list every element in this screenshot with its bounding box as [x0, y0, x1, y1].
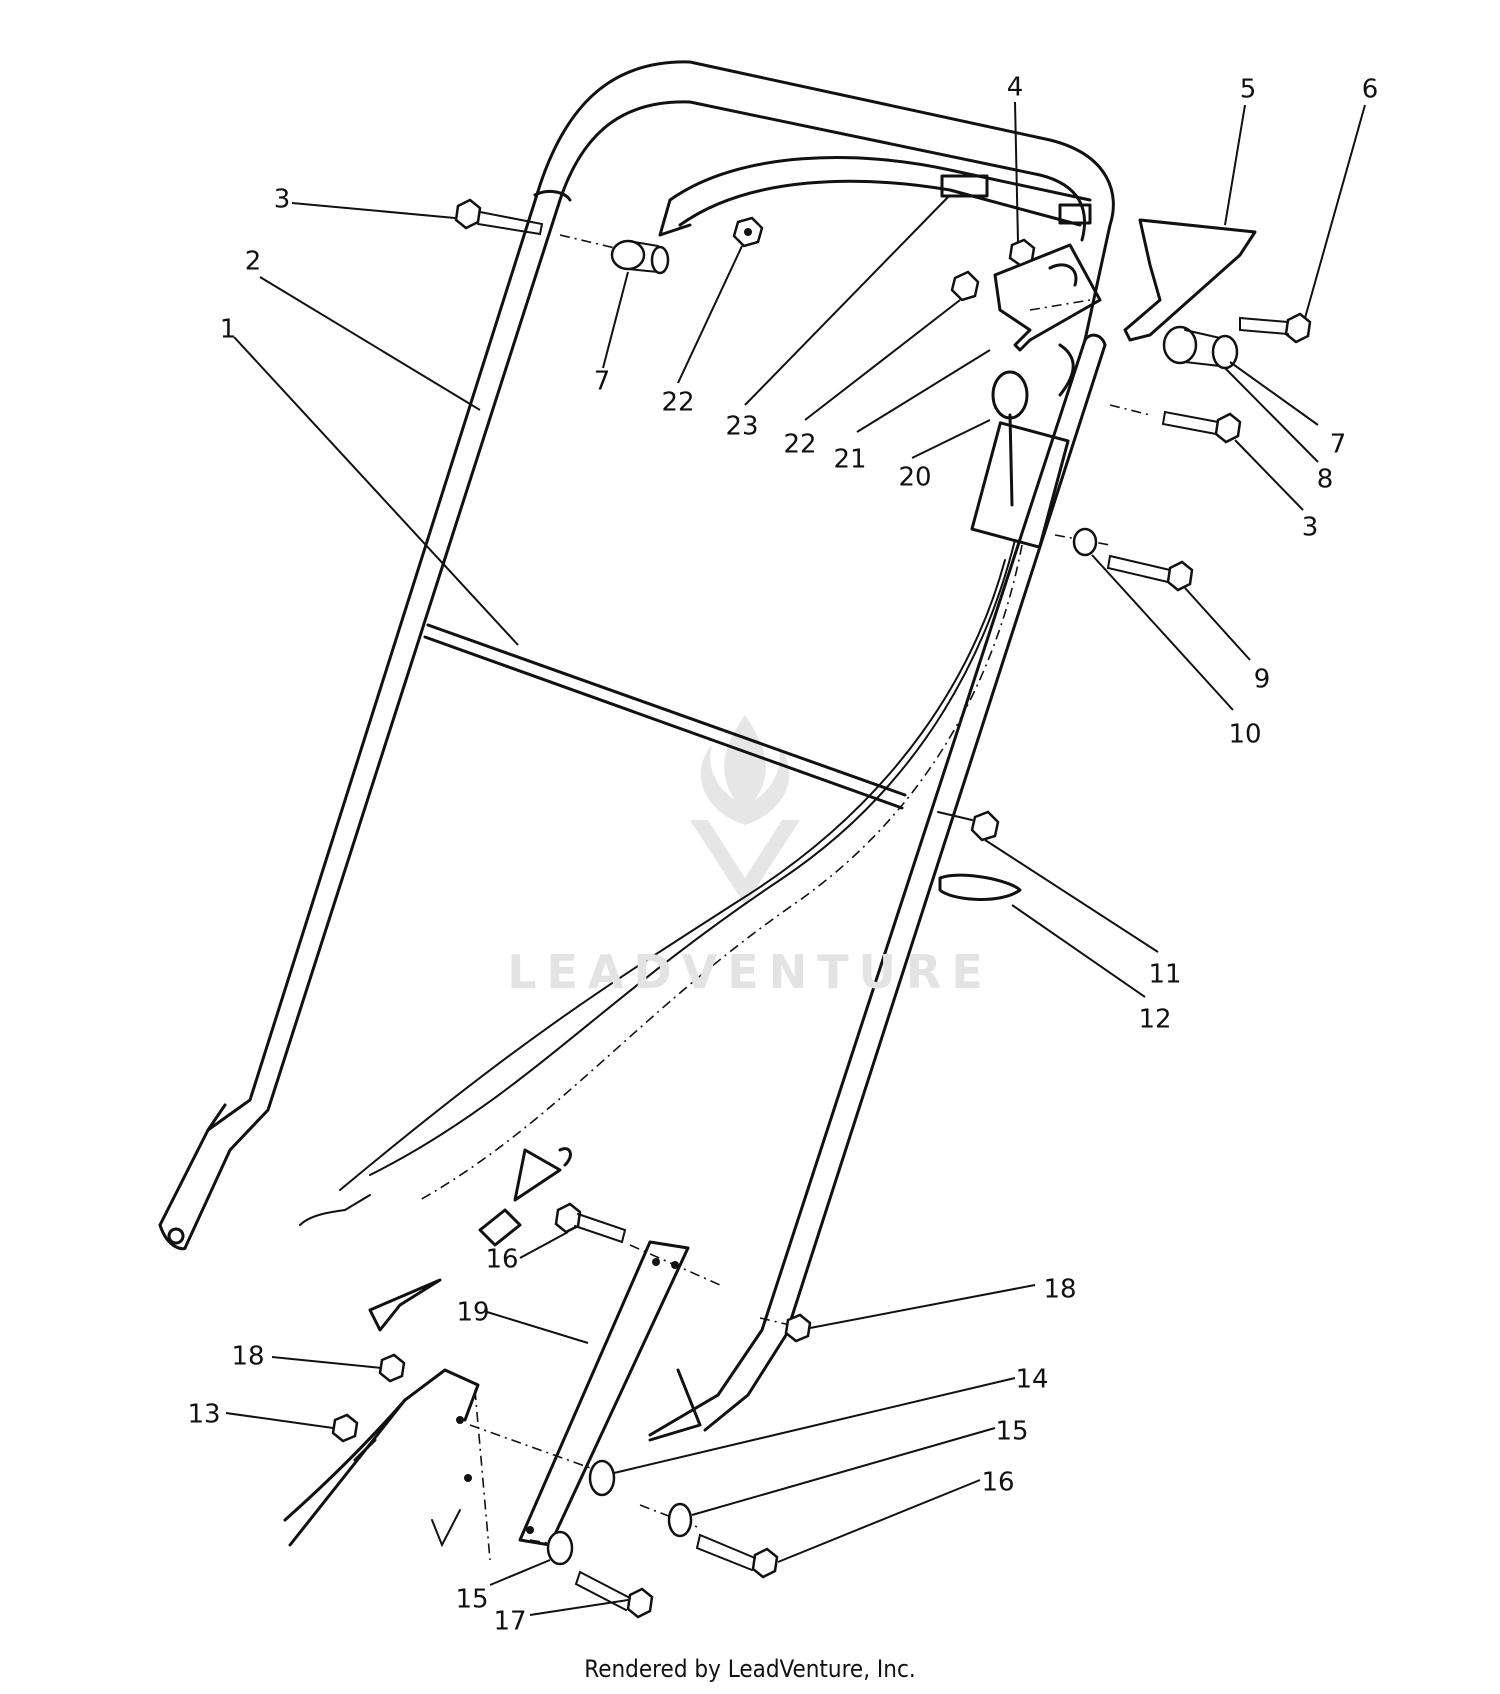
- callout-16-lower: 16: [981, 1468, 1014, 1498]
- callout-16-upper: 16: [485, 1245, 518, 1275]
- callout-7-left: 7: [594, 367, 611, 397]
- callout-22-left: 22: [661, 388, 694, 418]
- callout-18-left: 18: [231, 1342, 264, 1372]
- callout-3-upper: 3: [274, 185, 291, 215]
- callout-4: 4: [1007, 73, 1024, 103]
- callout-10: 10: [1228, 720, 1261, 750]
- callout-7-right: 7: [1330, 430, 1347, 460]
- control-bail: [658, 156, 1092, 237]
- throttle-control-20: [970, 343, 1075, 549]
- callout-19: 19: [456, 1298, 489, 1328]
- callout-21: 21: [833, 445, 866, 475]
- callout-11: 11: [1148, 960, 1181, 990]
- watermark-logo: [690, 715, 800, 905]
- callout-17: 17: [493, 1607, 526, 1637]
- lower-handle: [648, 333, 1107, 1442]
- callout-12: 12: [1138, 1005, 1171, 1035]
- callout-18-right: 18: [1043, 1275, 1076, 1305]
- callout-2: 2: [245, 247, 262, 277]
- callout-22-right: 22: [783, 430, 816, 460]
- callout-6: 6: [1362, 75, 1379, 105]
- control-cables: [299, 539, 1023, 1332]
- callout-9: 9: [1254, 665, 1271, 695]
- callout-23: 23: [725, 412, 758, 442]
- bracket-5: [1123, 218, 1257, 342]
- watermark-text: LEADVENTURE: [507, 945, 993, 999]
- callout-20: 20: [898, 463, 931, 493]
- upper-handle: [158, 60, 1115, 1251]
- callout-8: 8: [1317, 465, 1334, 495]
- footer-credit: Rendered by LeadVenture, Inc.: [584, 1655, 916, 1683]
- hardware: [331, 198, 1312, 1619]
- callout-5: 5: [1240, 75, 1257, 105]
- callout-1: 1: [220, 315, 237, 345]
- callout-labels: 4 5 6 3 2 1 7 22 23 22 21 20 7 8 3 9 10 …: [187, 73, 1378, 1637]
- callout-13: 13: [187, 1400, 220, 1430]
- callout-15-right: 15: [995, 1417, 1028, 1447]
- callout-15-left: 15: [455, 1585, 488, 1615]
- callout-3-lower: 3: [1302, 513, 1319, 543]
- leader-lines: [225, 101, 1366, 1616]
- callout-14: 14: [1015, 1365, 1048, 1395]
- mower-deck-mount: [283, 1368, 491, 1561]
- cross-bar: [423, 623, 907, 810]
- control-bracket-21: [993, 243, 1102, 352]
- lower-bracket-19: [518, 1240, 690, 1547]
